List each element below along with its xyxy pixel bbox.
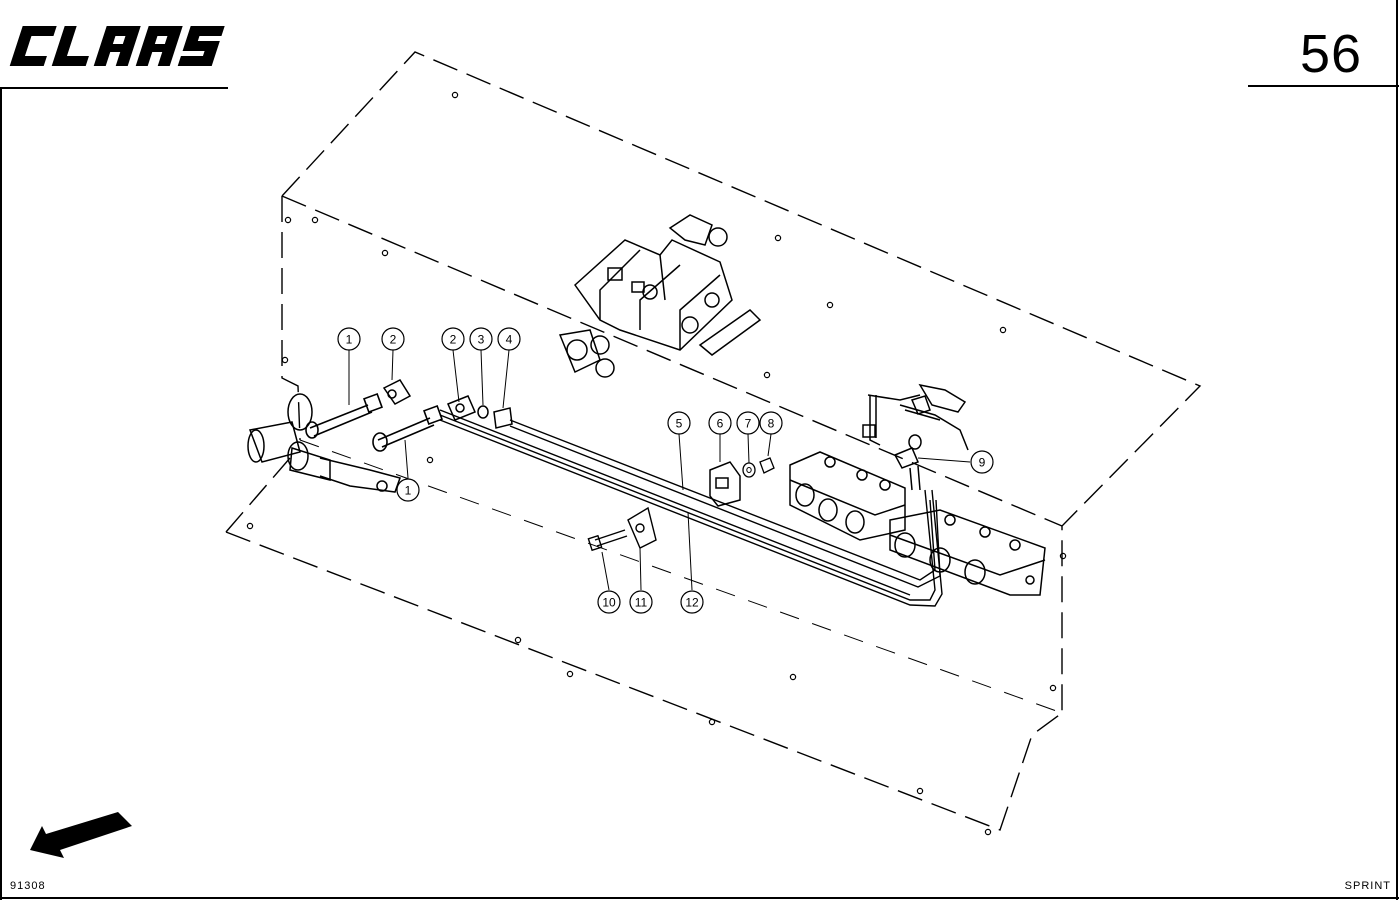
callout-6: [708, 411, 732, 435]
drawing-number: 91308: [10, 880, 46, 892]
header-rule-right: [1248, 85, 1399, 87]
callout-9: [970, 450, 994, 474]
callout-label-8: 8: [768, 417, 775, 431]
callout-11: [629, 590, 653, 614]
leader-lines: [348, 349, 971, 591]
callout-label-5: 5: [676, 417, 683, 431]
nut: [759, 457, 775, 474]
sensor-block: [709, 461, 741, 507]
callout-label-11: 11: [635, 596, 648, 610]
callout-10: [597, 590, 621, 614]
callout-label-2a: 2: [390, 333, 397, 347]
callout-1a: [337, 327, 361, 351]
callout-5: [667, 411, 691, 435]
callout-label-1a: 1: [346, 333, 353, 347]
model-name: SPRINT: [1344, 880, 1391, 892]
callout-3: [469, 327, 493, 351]
hydraulic-pipes: [439, 409, 943, 607]
bracket: [627, 506, 657, 549]
plate-holes: [246, 91, 1067, 836]
frame-left: [0, 87, 2, 900]
callout-12: [680, 590, 704, 614]
direction-arrow-icon: [30, 812, 132, 858]
callout-label-7: 7: [745, 417, 752, 431]
callout-7: [736, 411, 760, 435]
washer: [742, 462, 756, 478]
control-valve-lower: [789, 451, 1046, 596]
hose-assembly: [305, 393, 443, 452]
frame-right: [1396, 0, 1398, 900]
claas-logo: [9, 26, 225, 66]
frame-bottom: [0, 897, 1399, 899]
control-valve-upper: [558, 214, 762, 378]
callout-label-3: 3: [478, 333, 485, 347]
callout-label-12: 12: [685, 596, 699, 610]
hydraulic-cylinder: [247, 393, 401, 493]
callout-label-1b: 1: [405, 484, 412, 498]
bolt: [587, 529, 628, 552]
callout-2a: [381, 327, 405, 351]
callout-label-4: 4: [506, 333, 513, 347]
return-line: [862, 383, 969, 491]
elbow-fittings: [382, 379, 513, 429]
callout-label-9: 9: [979, 456, 986, 470]
callout-1b: [396, 478, 420, 502]
callout-2b: [441, 327, 465, 351]
callouts: [337, 327, 994, 614]
callout-label-2b: 2: [450, 333, 457, 347]
header-rule-left: [0, 87, 228, 89]
page-number: 56: [1300, 24, 1363, 84]
callout-4: [497, 327, 521, 351]
mounting-plate: [225, 51, 1202, 831]
callout-label-6: 6: [717, 417, 724, 431]
callout-8: [759, 411, 783, 435]
callout-label-10: 10: [602, 596, 616, 610]
